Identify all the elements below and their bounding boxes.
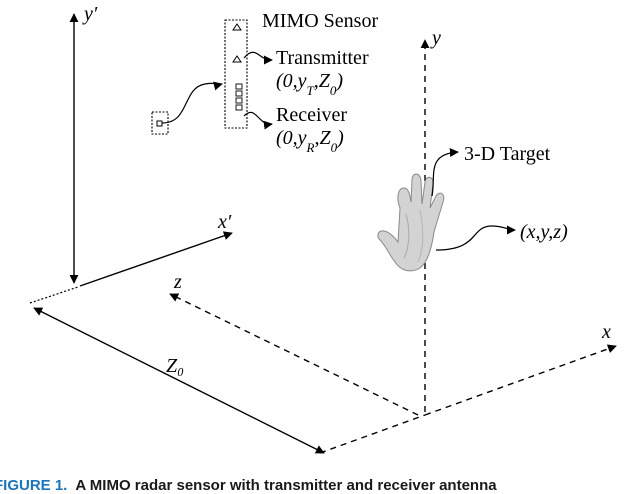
figure-caption: FIGURE 1. A MIMO radar sensor with transm… [0, 477, 632, 494]
x-axis [424, 344, 617, 416]
caption-text: A MIMO radar sensor with transmitter and… [75, 477, 497, 494]
z0-dimension-line [33, 307, 325, 454]
target-label: 3-D Target [464, 143, 551, 165]
x-prime-axis [79, 231, 233, 287]
hand-target-icon [377, 173, 445, 272]
receiver-leader [243, 111, 273, 130]
antenna-chip-icon [151, 81, 223, 135]
mimo-sensor-label: MIMO Sensor [262, 10, 378, 32]
origin-dotted-link [29, 286, 79, 304]
figure-number: FIGURE 1. [0, 477, 68, 494]
target-coord: (x,y,z) [520, 221, 568, 243]
receiver-label: Receiver [276, 104, 347, 126]
x-axis-left [319, 414, 426, 454]
z-axis [169, 293, 419, 416]
receiver-coord: (0,yR,Z0) [276, 127, 344, 155]
y-prime-label: y′ [82, 3, 98, 25]
transmitter-leader [243, 51, 273, 65]
z0-label: Z₀ [166, 355, 184, 377]
target-coord-leader [435, 225, 516, 251]
z-label: z [173, 271, 182, 293]
target-leader [431, 148, 459, 197]
x-label: x [601, 321, 611, 343]
transmitter-coord: (0,yT,Z0) [276, 70, 343, 98]
x-prime-label: x′ [217, 211, 232, 233]
mimo-sensor-board-icon [224, 19, 248, 129]
y-label: y [430, 27, 441, 49]
transmitter-label: Transmitter [276, 47, 369, 69]
